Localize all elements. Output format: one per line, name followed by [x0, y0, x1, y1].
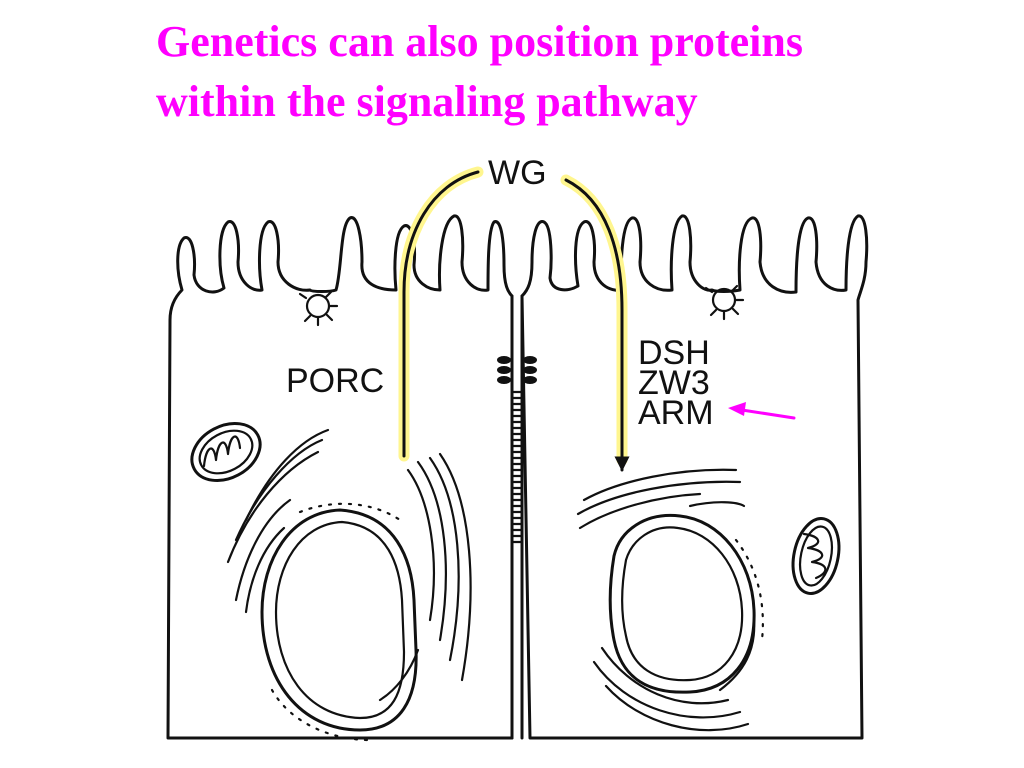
dsh-label: DSH	[638, 334, 710, 372]
wg-path-left	[402, 170, 480, 458]
cell-junction	[497, 294, 537, 740]
arm-label: ARM	[638, 394, 714, 432]
right-nucleus	[608, 513, 764, 694]
wg-path-highlight-right	[560, 174, 628, 466]
left-mitochondrion	[190, 421, 262, 483]
porc-label: PORC	[286, 362, 384, 400]
right-coated-vesicle	[704, 284, 745, 321]
left-coated-vesicle	[298, 290, 339, 327]
adherens-junction	[497, 356, 537, 384]
zw3-label: ZW3	[638, 364, 710, 402]
signaling-diagram: WG PORC DSH ZW3 ARM	[166, 154, 869, 742]
sending-cell-membrane	[166, 214, 514, 740]
right-er-stack	[576, 468, 756, 732]
left-er-stack	[226, 428, 472, 702]
slide-title: Genetics can also position proteins with…	[156, 12, 1016, 132]
septate-junction-ladder	[510, 390, 524, 544]
sending-cell	[166, 214, 514, 742]
title-line-1: Genetics can also position proteins	[156, 17, 804, 66]
wg-signal-path	[398, 166, 630, 472]
wg-path-right	[564, 178, 630, 472]
left-nucleus	[260, 502, 418, 742]
wg-path-highlight-left	[398, 166, 484, 462]
receiving-cell	[520, 214, 869, 740]
receiving-cell-membrane	[520, 214, 869, 740]
wg-label: WG	[488, 154, 547, 192]
right-mitochondrion	[791, 517, 841, 595]
arm-pointer-arrow	[728, 402, 796, 420]
title-line-2: within the signaling pathway	[156, 77, 698, 126]
